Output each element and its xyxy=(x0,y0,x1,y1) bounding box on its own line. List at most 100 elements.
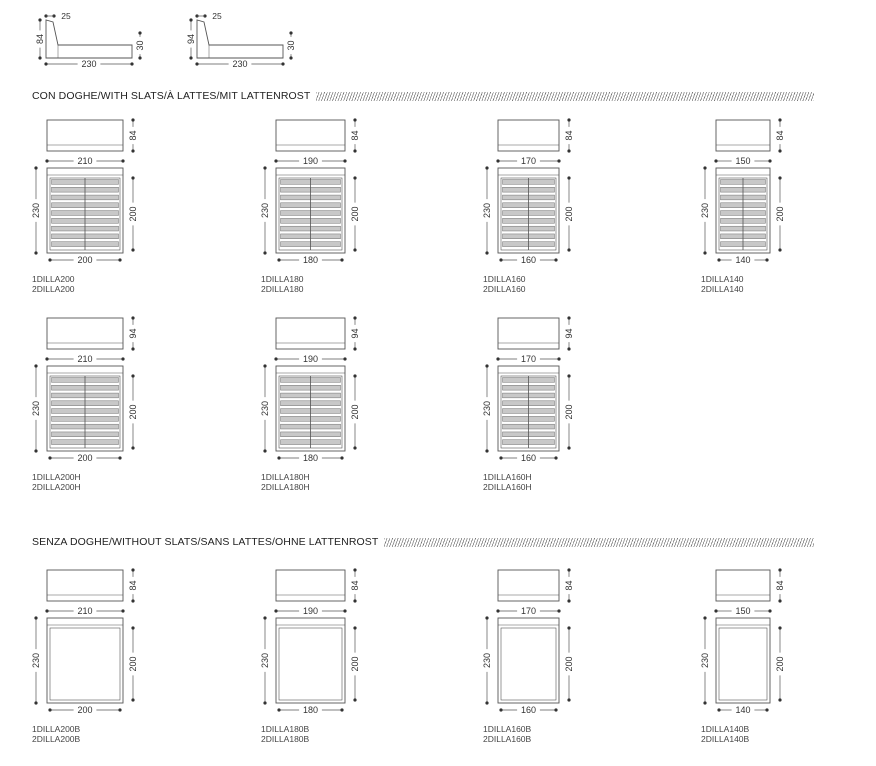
headboard-front-view xyxy=(715,119,771,152)
dimension-label: 190 xyxy=(303,156,318,166)
dimension-label: 94 xyxy=(186,34,196,44)
dimension-label: 30 xyxy=(286,40,296,50)
dimension-endpoint xyxy=(567,374,571,378)
dimension-endpoint xyxy=(34,251,38,255)
dimension-label: 180 xyxy=(303,255,318,265)
dimension-endpoint xyxy=(274,159,278,163)
dimension-label: 170 xyxy=(521,606,536,616)
dimension-endpoint xyxy=(45,159,49,163)
dimension-endpoint xyxy=(778,626,782,630)
dimension-label: 200 xyxy=(128,404,138,419)
headboard-front-view xyxy=(497,317,560,350)
dimension-endpoint xyxy=(567,698,571,702)
dimension-endpoint xyxy=(34,166,38,170)
dimension-endpoint xyxy=(34,701,38,705)
dimension-endpoint xyxy=(131,347,135,351)
dimension-label: 94 xyxy=(564,328,574,338)
dimension-endpoint xyxy=(131,374,135,378)
dimension-endpoint xyxy=(289,56,293,60)
product-code: 2DILLA140 xyxy=(701,283,744,294)
dimension-endpoint xyxy=(131,248,135,252)
product-code: 2DILLA200B xyxy=(32,733,81,744)
dimension-label: 230 xyxy=(260,653,270,668)
dimension-endpoint xyxy=(567,176,571,180)
dimension-endpoint xyxy=(263,251,267,255)
dimension-label: 200 xyxy=(564,656,574,671)
product-code: 1DILLA180H xyxy=(261,472,310,482)
dimension-endpoint xyxy=(353,374,357,378)
dimension-endpoint xyxy=(768,159,772,163)
dimension-endpoint xyxy=(281,62,285,66)
dimension-label: 230 xyxy=(31,653,41,668)
dimension-endpoint xyxy=(138,56,142,60)
dimension-label: 210 xyxy=(77,354,92,364)
product-code: 1DILLA180 xyxy=(261,274,304,284)
dimension-label: 190 xyxy=(303,354,318,364)
dimension-endpoint xyxy=(485,364,489,368)
dimension-endpoint xyxy=(131,118,135,122)
dimension-endpoint xyxy=(778,599,782,603)
dimension-label: 190 xyxy=(303,606,318,616)
product-code: 2DILLA140B xyxy=(701,733,750,744)
dimension-endpoint xyxy=(34,616,38,620)
dimension-endpoint xyxy=(130,62,134,66)
dimension-label: 180 xyxy=(303,453,318,463)
product-code: 1DILLA160 xyxy=(483,274,526,284)
dimension-endpoint xyxy=(118,708,122,712)
dimension-endpoint xyxy=(343,609,347,613)
dimension-endpoint xyxy=(485,616,489,620)
dimension-endpoint xyxy=(567,446,571,450)
dimension-endpoint xyxy=(714,609,718,613)
dimension-endpoint xyxy=(554,258,558,262)
dimension-endpoint xyxy=(38,18,42,22)
product-code: 2DILLA160B xyxy=(483,733,532,744)
dimension-endpoint xyxy=(567,316,571,320)
dimension-label: 230 xyxy=(482,401,492,416)
product-code: 1DILLA140 xyxy=(701,274,744,284)
dimension-endpoint xyxy=(567,599,571,603)
headboard-front-view xyxy=(46,317,124,350)
dimension-endpoint xyxy=(45,609,49,613)
product-code: 2DILLA160 xyxy=(483,283,526,294)
dimension-endpoint xyxy=(34,449,38,453)
dimension-label: 160 xyxy=(521,255,536,265)
dimension-endpoint xyxy=(274,357,278,361)
dimension-endpoint xyxy=(353,446,357,450)
dimension-endpoint xyxy=(554,456,558,460)
dimension-endpoint xyxy=(277,456,281,460)
dimension-endpoint xyxy=(485,251,489,255)
bed-side-outline xyxy=(45,19,133,59)
dimension-label: 230 xyxy=(31,401,41,416)
dimension-label: 200 xyxy=(77,255,92,265)
dimension-endpoint xyxy=(340,456,344,460)
dimension-label: 84 xyxy=(128,580,138,590)
dimension-endpoint xyxy=(340,708,344,712)
dimension-endpoint xyxy=(765,708,769,712)
mattress-frame xyxy=(718,627,768,701)
mattress-frame xyxy=(278,627,343,701)
dimension-label: 230 xyxy=(232,59,247,69)
headboard-front-view xyxy=(497,569,560,602)
product-code: 1DILLA140B xyxy=(701,724,750,734)
mattress-frame xyxy=(49,627,121,701)
dimension-label: 84 xyxy=(775,580,785,590)
dimension-label: 210 xyxy=(77,156,92,166)
dimension-endpoint xyxy=(343,159,347,163)
dimension-endpoint xyxy=(340,258,344,262)
bed-plan-outline xyxy=(46,617,124,704)
dimension-label: 230 xyxy=(81,59,96,69)
section-header-without-slats: SENZA DOGHE/WITHOUT SLATS/SANS LATTES/OH… xyxy=(32,535,815,549)
dimension-endpoint xyxy=(485,701,489,705)
headboard-front-view xyxy=(46,119,124,152)
